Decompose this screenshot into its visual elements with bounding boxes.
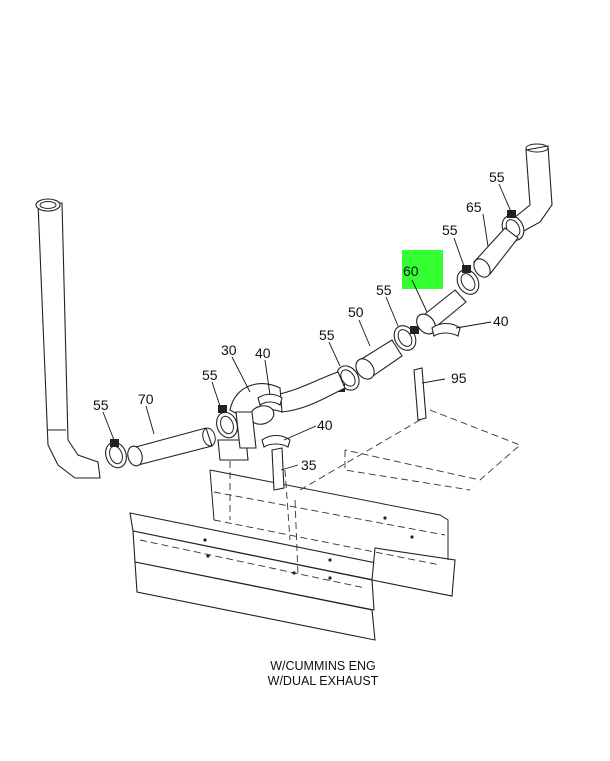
callout-55-top: 55 [489,169,505,185]
pipe-65 [473,227,519,278]
caption-line-1: W/CUMMINS ENG [270,659,376,673]
callout-40-mid: 40 [255,345,271,361]
callout-55-b: 55 [442,222,458,238]
pipe-50 [355,339,403,380]
hanger-40-right [431,322,461,337]
pipe-70 [127,427,216,467]
callout-65: 65 [466,199,482,215]
callout-30: 30 [221,342,237,358]
callout-60: 60 [403,263,419,279]
callout-labels: 55 65 55 60 55 50 40 55 95 30 40 55 40 5… [93,169,509,473]
bracket-35 [271,447,285,491]
bracket-95 [413,367,427,421]
pipe-60 [416,289,467,335]
callout-35: 35 [301,457,317,473]
callout-55-d: 55 [319,327,335,343]
pipe-elbow-30 [217,371,346,461]
dashed-routing-lines [284,409,521,541]
exhaust-stack-left [35,198,101,479]
hanger-40-low [261,434,291,448]
callout-50: 50 [348,304,364,320]
clamp-55-e [216,405,238,439]
hanger-40-mid [257,393,283,406]
exhaust-stack-right [513,143,553,233]
caption-line-2: W/DUAL EXHAUST [268,674,379,688]
callout-95: 95 [451,370,467,386]
clamp-55-left [105,439,127,469]
callout-55-left: 55 [93,397,109,413]
callout-40-right: 40 [493,313,509,329]
diagram-caption: W/CUMMINS ENG W/DUAL EXHAUST [268,659,379,688]
callout-40-low: 40 [317,417,333,433]
highlight-box-60 [402,250,443,289]
leader-lines [102,183,513,471]
callout-55-c: 55 [376,282,392,298]
callout-55-e: 55 [202,367,218,383]
frame-rail-assembly [129,450,456,641]
clamp-55-c [393,325,419,351]
clamp-55-b [456,265,480,295]
callout-70: 70 [138,391,154,407]
